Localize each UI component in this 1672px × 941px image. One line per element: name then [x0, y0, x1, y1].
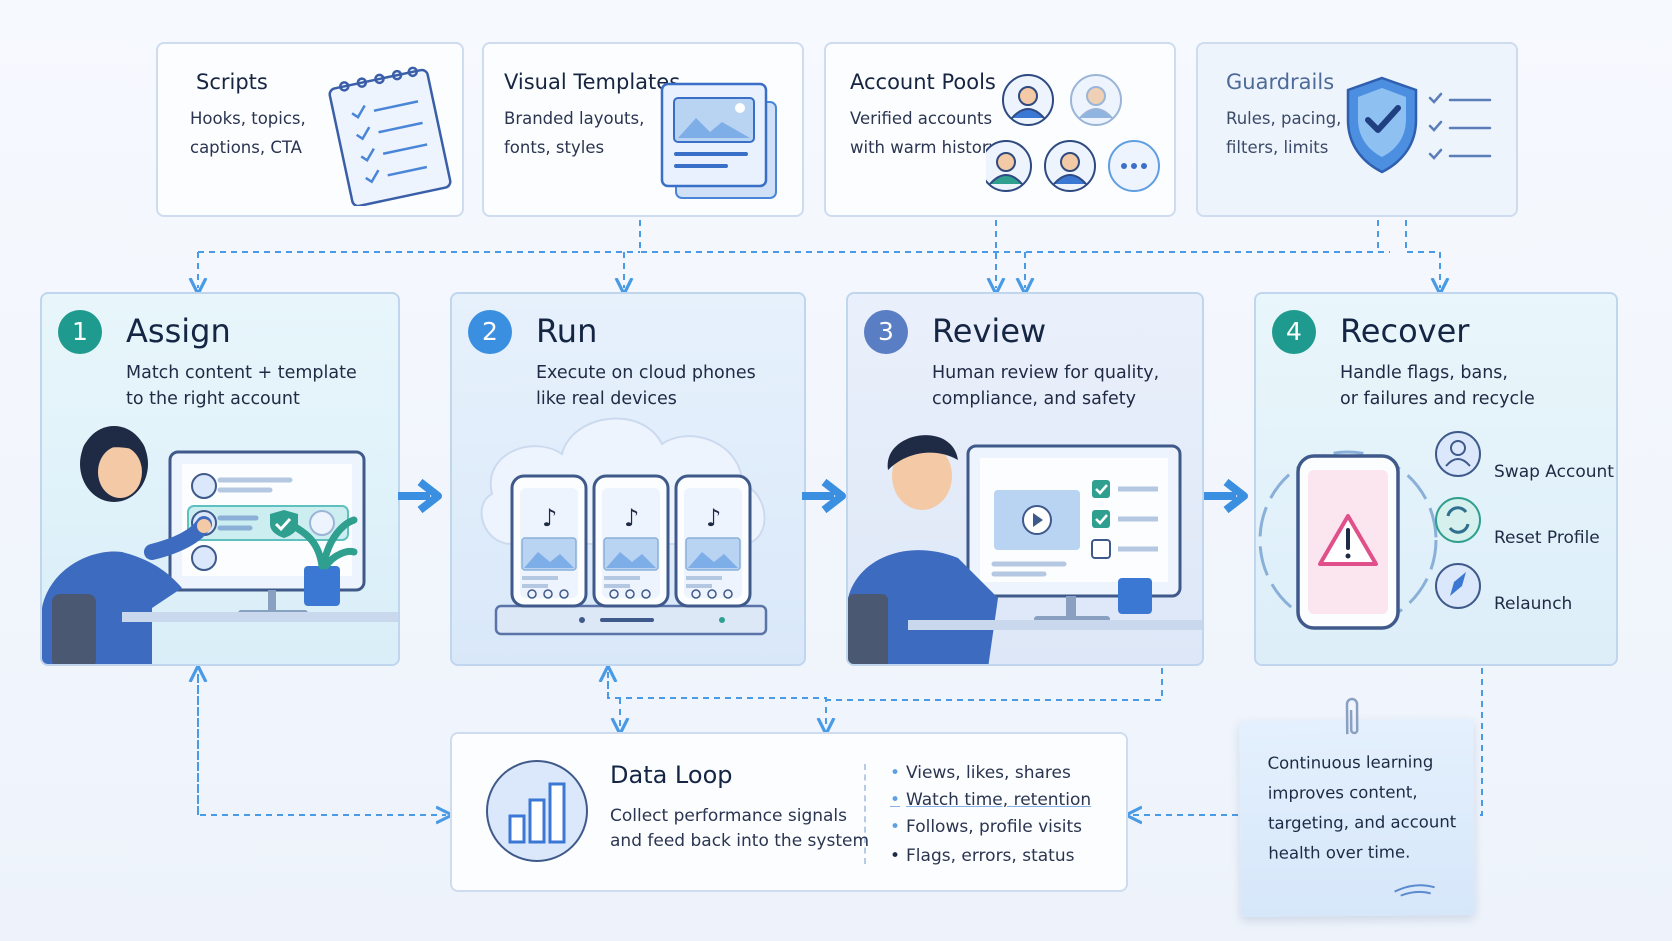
- stage-desc: Match content + template to the right ac…: [126, 363, 357, 409]
- source-desc: Branded layouts, fonts, styles: [504, 109, 645, 157]
- data-loop-card: [450, 732, 1128, 892]
- source-desc: Verified accounts with warm history: [850, 109, 999, 157]
- stage-card-review: 3 Review Human review for quality, compl…: [846, 292, 1204, 666]
- source-title: Account Pools: [850, 70, 996, 94]
- person-at-monitor-illustration: [42, 426, 398, 664]
- reviewer-illustration: [848, 435, 1202, 664]
- divider: [864, 764, 866, 864]
- source-card-accounts: Account Pools Verified accounts with war…: [824, 42, 1176, 217]
- source-title: Scripts: [196, 70, 268, 94]
- sticky-note: Continuous learning improves content, ta…: [1239, 697, 1475, 918]
- note-text: Continuous learning improves content, ta…: [1267, 752, 1457, 863]
- stage-card-recover: 4 Recover Handle flags, bans, or failure…: [1254, 292, 1618, 666]
- bar-chart-icon: [486, 760, 588, 862]
- stage-title: Assign: [126, 312, 231, 350]
- recover-action-relaunch: Relaunch: [1494, 594, 1573, 614]
- stage-number-badge: 2: [468, 310, 512, 354]
- cloud-phones-illustration: ♪ ♪ ♪: [480, 417, 768, 636]
- svg-text:♪: ♪: [542, 504, 557, 532]
- source-title: Guardrails: [1226, 70, 1335, 94]
- template-stack-icon: [660, 82, 777, 199]
- stage-title: Recover: [1340, 312, 1470, 350]
- paperclip-icon: [1345, 697, 1359, 735]
- arrow-right-icon: [1204, 478, 1248, 514]
- svg-text:♪: ♪: [624, 504, 639, 532]
- stage-desc: Human review for quality, compliance, an…: [932, 363, 1160, 409]
- source-title: Visual Templates: [504, 70, 681, 94]
- stage-number-badge: 4: [1272, 310, 1316, 354]
- stage-desc: Handle flags, bans, or failures and recy…: [1340, 363, 1535, 409]
- shield-check-icon: [1346, 76, 1492, 174]
- stage-title: Run: [536, 312, 598, 350]
- data-loop-desc: Collect performance signals and feed bac…: [610, 806, 870, 851]
- stage-card-run: 2 Run Execute on cloud phones like real …: [450, 292, 806, 666]
- arrow-right-icon: [398, 478, 442, 514]
- signal-item: •Views, likes, shares: [890, 763, 1071, 783]
- scribble-mark: [1394, 884, 1435, 897]
- recover-action-swap: Swap Account: [1494, 462, 1614, 482]
- source-card-templates: Visual Templates Branded layouts, fonts,…: [482, 42, 804, 217]
- recover-action-reset: Reset Profile: [1494, 528, 1600, 548]
- source-desc: Hooks, topics, captions, CTA: [190, 109, 306, 157]
- arrow-right-icon: [802, 478, 846, 514]
- data-loop-title: Data Loop: [610, 761, 733, 789]
- svg-text:♪: ♪: [706, 504, 721, 532]
- source-card-guardrails: Guardrails Rules, pacing, filters, limit…: [1196, 42, 1518, 217]
- notepad-checklist-icon: [328, 66, 452, 206]
- stage-card-assign: 1 Assign Match content + template to the…: [40, 292, 400, 666]
- source-card-scripts: Scripts Hooks, topics, captions, CTA: [156, 42, 464, 217]
- stage-title: Review: [932, 312, 1047, 350]
- tiktok-icon: ♪ ♪ ♪: [542, 504, 721, 532]
- stage-desc: Execute on cloud phones like real device…: [536, 363, 756, 409]
- source-desc: Rules, pacing, filters, limits: [1226, 109, 1342, 157]
- reset-profile-icon: [1435, 497, 1481, 543]
- signal-item: •Watch time, retention: [890, 790, 1092, 810]
- stage-number-badge: 3: [864, 310, 908, 354]
- signal-item: •Follows, profile visits: [890, 817, 1083, 837]
- phone-warning-illustration: [1258, 431, 1481, 630]
- signal-item: •Flags, errors, status: [890, 846, 1075, 866]
- avatar-group-icon: [986, 74, 1160, 192]
- stage-number-badge: 1: [58, 310, 102, 354]
